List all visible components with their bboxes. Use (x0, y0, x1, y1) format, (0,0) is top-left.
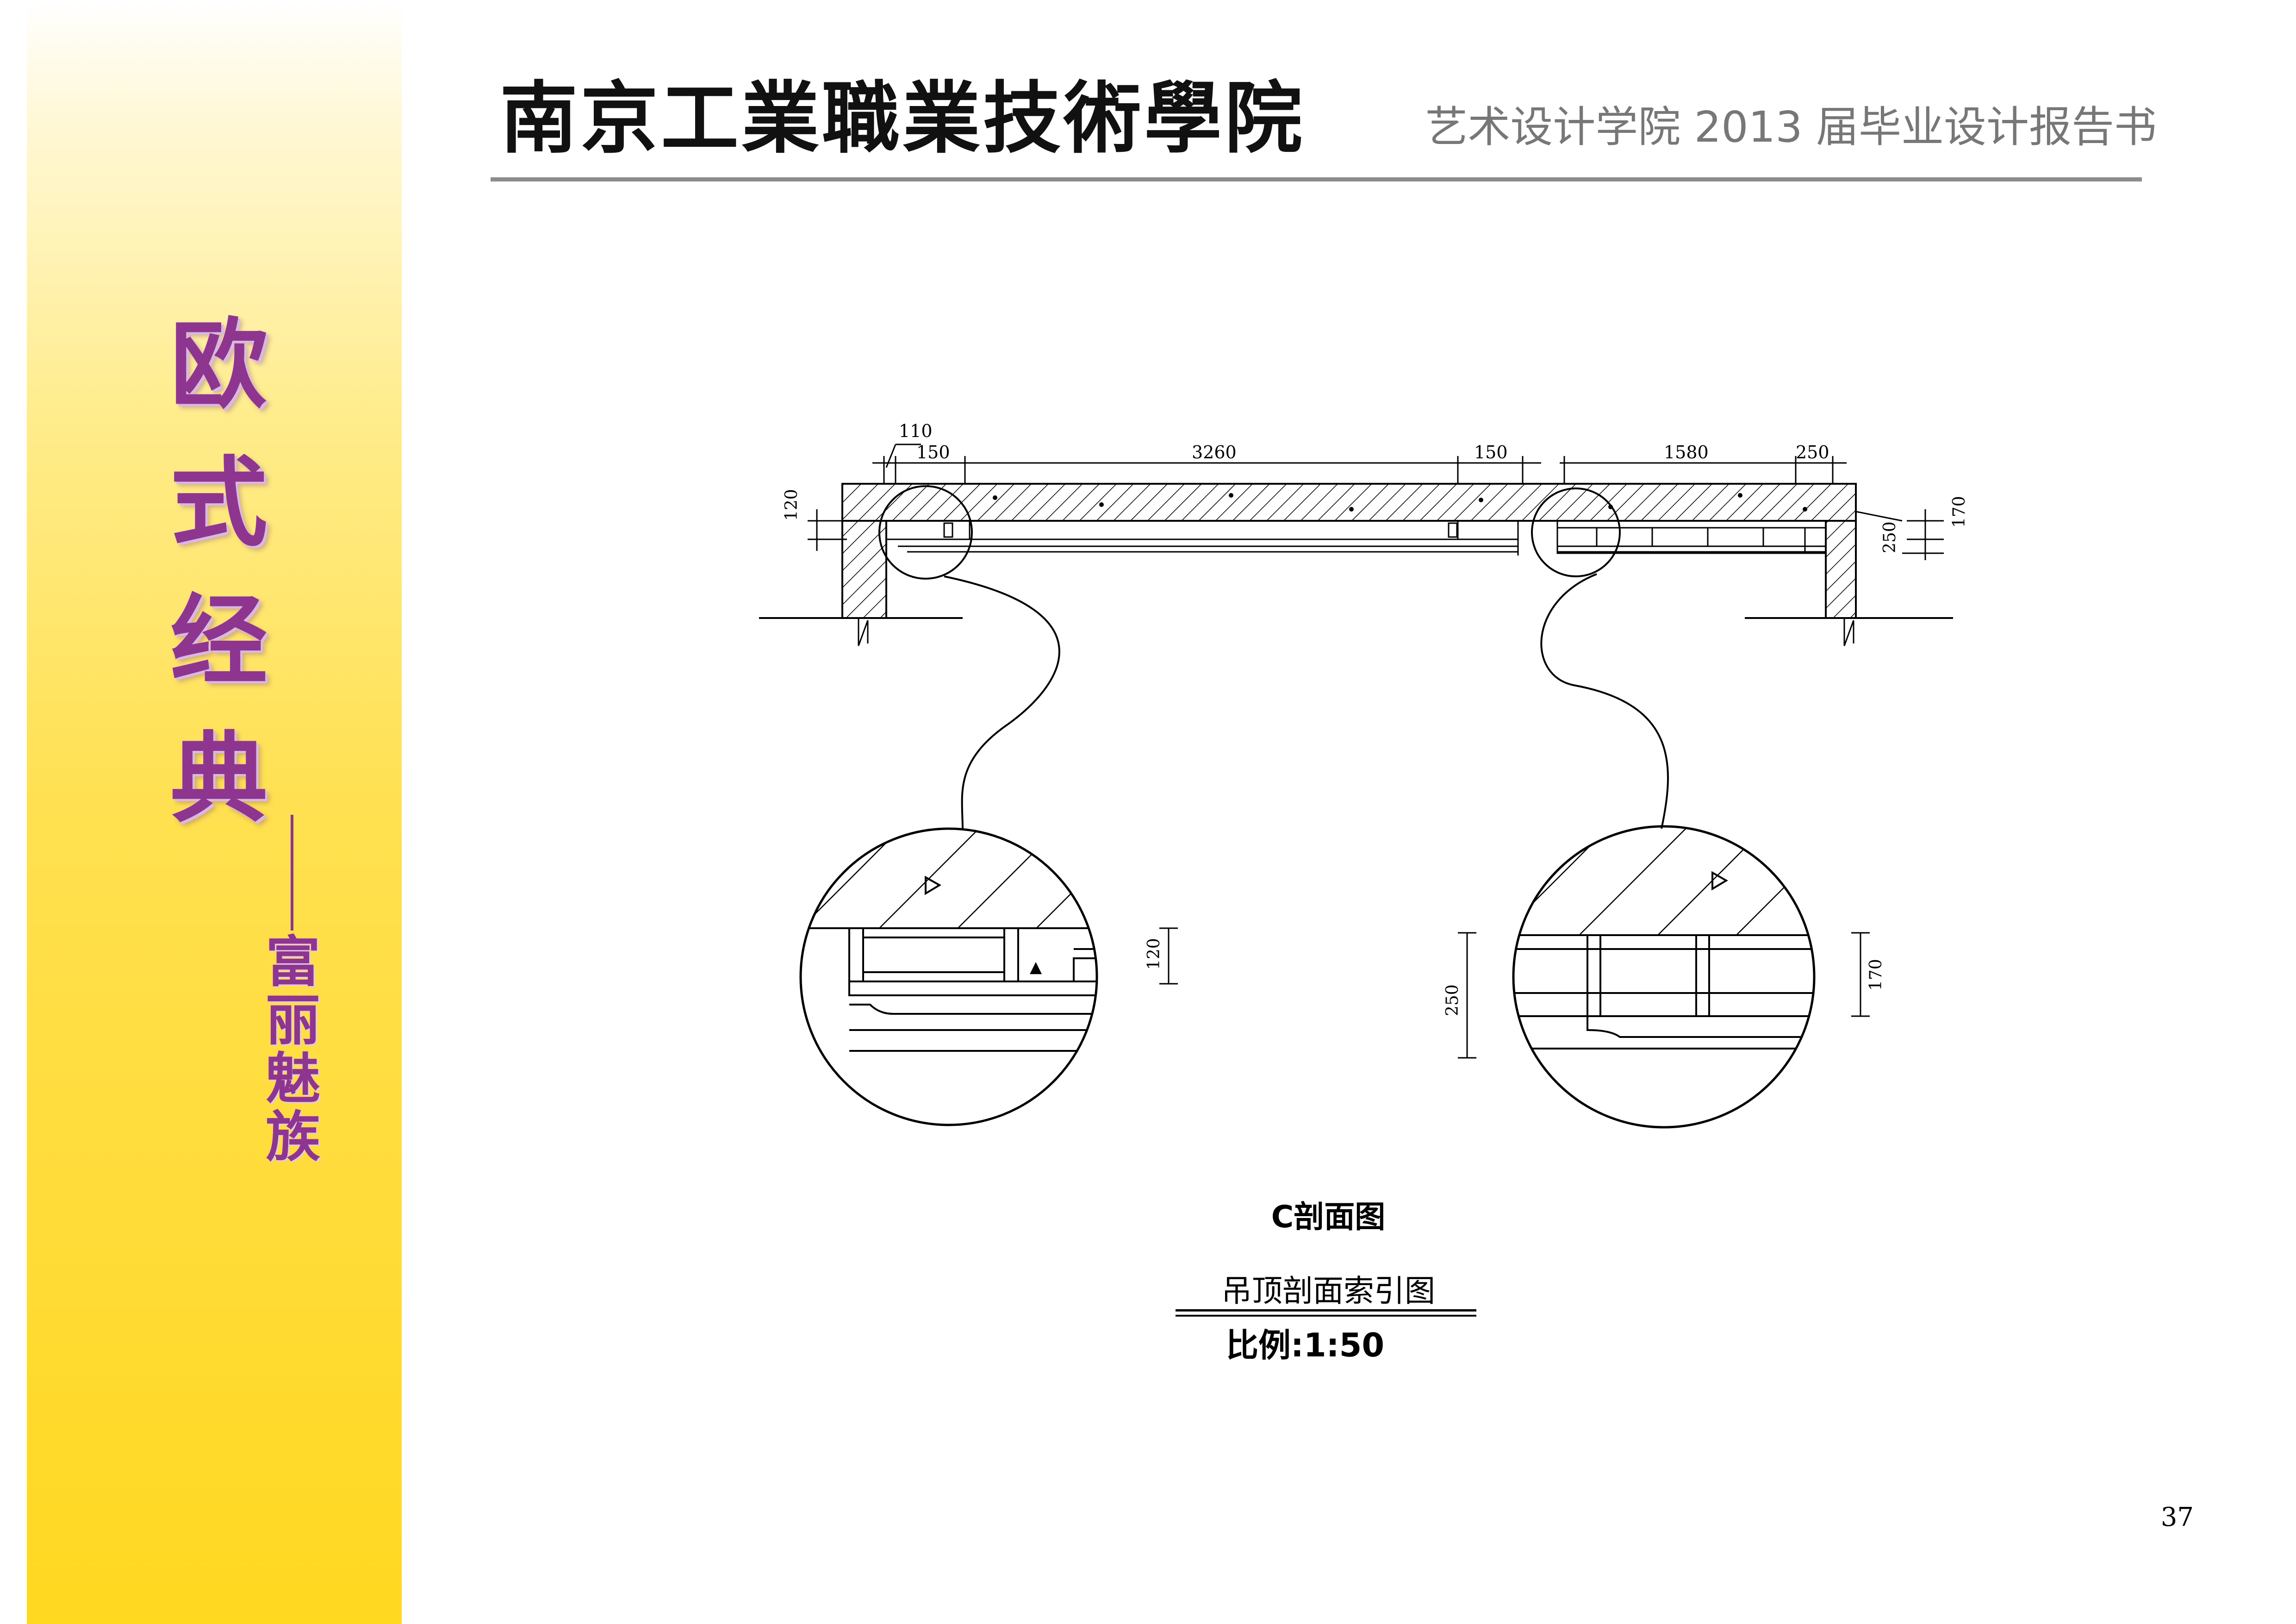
index-title-rule (1176, 1309, 1476, 1312)
detail-callout-left (878, 485, 1060, 829)
scale-label: 比例:1:50 (1226, 1326, 1385, 1364)
header-rule (491, 177, 2142, 181)
sidebar-title-char: 式 (170, 446, 268, 560)
dimension-label: 150 (1474, 442, 1508, 462)
detail-dimension-label: 250 (1443, 984, 1462, 1016)
detail-callout-right (1531, 487, 1669, 829)
sidebar-subtitle: 富 丽 魅 族 (261, 933, 325, 1166)
dimension-line-side (808, 509, 1944, 560)
detail-right: 250 170 (1443, 825, 1885, 1129)
sidebar-subtitle-char: 富 (265, 930, 320, 994)
school-name-logo: 南京工業職業技術學院 (500, 72, 1305, 164)
svg-text:▲: ▲ (1030, 958, 1042, 976)
section-title: C剖面图 (1271, 1199, 1386, 1235)
report-title: 艺术设计学院 2013 届毕业设计报告书 (1425, 102, 2157, 152)
sidebar-title-char: 典 (170, 722, 268, 836)
detail-left: ▲ 120 (799, 827, 1178, 1126)
right-wall (1745, 520, 1953, 646)
dimension-line-top (872, 443, 1847, 484)
sidebar-title-char: 欧 (170, 308, 268, 422)
page-number: 37 (2160, 1502, 2194, 1532)
index-title-rule (1176, 1315, 1476, 1317)
dimension-label: 1580 (1664, 442, 1709, 462)
sidebar-subtitle-char: 魅 (265, 1047, 320, 1111)
dimension-label: 250 (1880, 521, 1899, 553)
sidebar-dash (291, 815, 293, 931)
sidebar-subtitle-char: 族 (265, 1105, 320, 1169)
concrete-slab (841, 483, 1857, 522)
dimension-label: 250 (1796, 442, 1829, 462)
detail-dimension-label: 120 (1145, 938, 1164, 970)
dimension-label: 120 (782, 489, 801, 521)
dimension-label: 170 (1950, 496, 1969, 528)
sidebar-band: 欧 式 经 典 富 丽 魅 族 (27, 0, 402, 1624)
ceiling-left (885, 520, 1519, 556)
sidebar-title-char: 经 (170, 584, 268, 698)
ceiling-right (1556, 520, 1827, 554)
sidebar-subtitle-char: 丽 (265, 988, 320, 1052)
detail-dimension-label: 170 (1867, 959, 1885, 991)
dimension-label: 150 (916, 442, 950, 462)
index-title: 吊顶剖面索引图 (1221, 1273, 1435, 1309)
dimension-label: 3260 (1192, 442, 1237, 462)
dimension-label: 110 (899, 421, 933, 441)
sidebar-title: 欧 式 经 典 (168, 296, 270, 848)
